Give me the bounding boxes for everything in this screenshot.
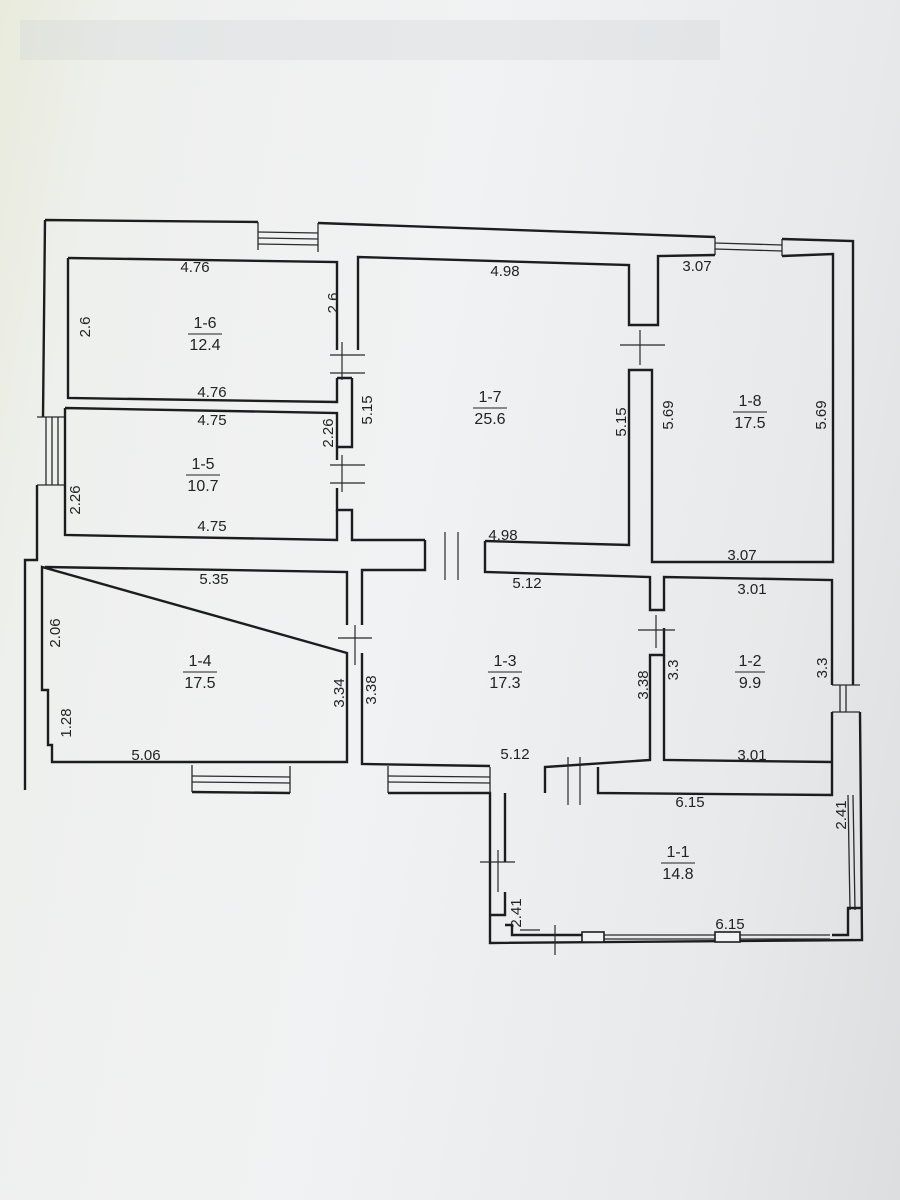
room-area: 10.7 <box>187 478 218 495</box>
room-id: 1-2 <box>738 653 761 670</box>
room-id: 1-6 <box>193 315 216 332</box>
room-area: 25.6 <box>474 411 505 428</box>
room-1-8: 1-8 17.5 <box>733 393 767 432</box>
dim-label: 5.69 <box>813 400 830 429</box>
dim-label: 6.15 <box>715 916 744 933</box>
dim-label: 3.38 <box>635 670 652 699</box>
dim-label: 3.07 <box>727 547 756 564</box>
window-bottom-left <box>191 765 291 793</box>
dim-label: 1.28 <box>58 708 75 737</box>
room-area: 9.9 <box>739 675 761 692</box>
dimension-labels: 4.76 2.6 2.6 4.76 4.75 2.26 2.26 4.75 4.… <box>47 258 850 933</box>
dim-label: 3.34 <box>331 678 348 707</box>
room-1-3: 1-3 17.3 <box>488 653 522 692</box>
room-1-7: 1-7 25.6 <box>473 389 507 428</box>
room-id: 1-3 <box>493 653 516 670</box>
room-area: 12.4 <box>189 337 220 354</box>
room-id: 1-7 <box>478 389 501 406</box>
dim-label: 2.6 <box>325 293 342 314</box>
dim-label: 5.15 <box>613 407 630 436</box>
dim-label: 5.69 <box>660 400 677 429</box>
room-id: 1-4 <box>188 653 211 670</box>
dim-label: 5.35 <box>199 571 228 588</box>
room-id: 1-1 <box>666 844 689 861</box>
room-area: 17.5 <box>184 675 215 692</box>
dim-label: 2.06 <box>47 618 64 647</box>
window-top-left <box>257 222 319 252</box>
outer-wall-outline <box>23 218 864 945</box>
dim-label: 2.6 <box>77 317 94 338</box>
room-1-4: 1-4 17.5 <box>183 653 217 692</box>
dim-label: 2.41 <box>833 800 850 829</box>
room-area: 17.5 <box>734 415 765 432</box>
dim-label: 4.75 <box>197 412 226 429</box>
dim-label: 3.38 <box>363 675 380 704</box>
inner-walls <box>40 252 862 937</box>
dim-label: 4.98 <box>488 527 517 544</box>
room-1-6: 1-6 12.4 <box>188 315 222 354</box>
room-id: 1-8 <box>738 393 761 410</box>
dim-label: 5.12 <box>512 575 541 592</box>
dim-label: 3.01 <box>737 747 766 764</box>
dim-label: 3.3 <box>665 660 682 681</box>
dim-label: 2.41 <box>508 898 525 927</box>
room-1-2: 1-2 9.9 <box>735 653 765 692</box>
dim-label: 5.12 <box>500 746 529 763</box>
dim-label: 6.15 <box>675 794 704 811</box>
window-porch-bottom <box>581 931 830 943</box>
window-top-right <box>714 237 783 256</box>
room-area: 17.3 <box>489 675 520 692</box>
dim-label: 2.26 <box>67 485 84 514</box>
window-right <box>832 684 860 713</box>
door-marks <box>330 330 675 955</box>
dim-label: 3.07 <box>682 258 711 275</box>
dim-label: 4.98 <box>490 263 519 280</box>
dim-label: 3.3 <box>814 658 831 679</box>
dim-label: 5.06 <box>131 747 160 764</box>
window-porch-right <box>847 794 856 911</box>
paper-smudge <box>20 20 720 60</box>
dim-label: 5.15 <box>359 395 376 424</box>
dim-label: 3.01 <box>737 581 766 598</box>
room-id: 1-5 <box>191 456 214 473</box>
dim-label: 4.76 <box>197 384 226 401</box>
room-1-5: 1-5 10.7 <box>186 456 220 495</box>
window-left <box>37 416 65 486</box>
dim-label: 2.26 <box>320 418 337 447</box>
window-bottom-middle <box>387 766 491 793</box>
room-area: 14.8 <box>662 866 693 883</box>
room-1-1: 1-1 14.8 <box>661 844 695 883</box>
outer-walls <box>23 218 864 945</box>
dim-label: 4.76 <box>180 259 209 276</box>
dim-label: 4.75 <box>197 518 226 535</box>
